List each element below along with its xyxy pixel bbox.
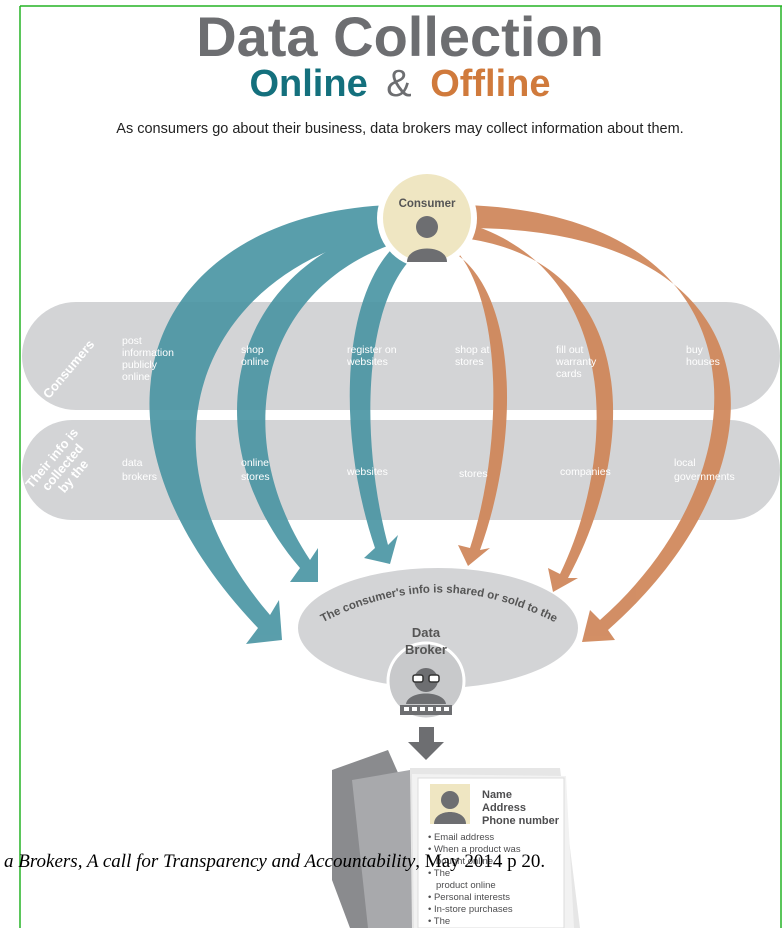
- title-offline: Offline: [430, 63, 550, 105]
- profile-person-icon: [434, 791, 466, 824]
- subtitle: As consumers go about their business, da…: [116, 121, 683, 137]
- arrow-1: [149, 205, 396, 644]
- profile-field-address: Address: [482, 802, 526, 814]
- arrow-3: [349, 235, 418, 564]
- band-collected: [22, 420, 780, 520]
- collector-companies: companies: [560, 466, 611, 478]
- broker-line2: Broker: [405, 642, 447, 657]
- title-online: Online: [249, 63, 367, 105]
- profile-field-name: Name: [482, 789, 512, 801]
- collector-websites: websites: [346, 466, 388, 478]
- arrow-2: [237, 222, 405, 582]
- profile-bullet-3: • The: [428, 868, 450, 879]
- profile-bullet-5: • In-store purchases: [428, 904, 513, 915]
- profile-bullet-3b: product online: [436, 880, 496, 891]
- consumer-label: Consumer: [399, 198, 456, 210]
- collector-stores: stores: [459, 468, 488, 480]
- profile-back-page2: [352, 770, 418, 928]
- shared-ellipse: [298, 568, 578, 688]
- title-line2: Online & Offline: [249, 63, 550, 105]
- profile-field-phone: Phone number: [482, 815, 560, 827]
- title-line1: Data Collection: [196, 5, 604, 68]
- caption-rest: , May 2014 p 20.: [415, 851, 545, 872]
- caption-italic-a: a Brokers, A call for Transparency and: [4, 851, 304, 872]
- profile-bullet-2b: bought online: [436, 856, 493, 867]
- consumer-person-icon: [407, 216, 447, 262]
- profile-bullet-6: • The: [428, 916, 450, 927]
- broker-line1: Data: [412, 625, 441, 640]
- caption-italic-b: Accountability: [302, 851, 415, 872]
- broker-glasses-icon: [400, 668, 452, 715]
- profile-bullet-4: • Personal interests: [428, 892, 510, 903]
- down-arrow-icon: [408, 727, 444, 760]
- title-amp: &: [386, 63, 411, 105]
- arrow-4: [440, 235, 508, 566]
- profile-bullet-2: • When a product was: [428, 844, 521, 855]
- caption: a Brokers, A call for Transparency and A…: [4, 851, 545, 872]
- profile-bullet-1: • Email address: [428, 832, 494, 843]
